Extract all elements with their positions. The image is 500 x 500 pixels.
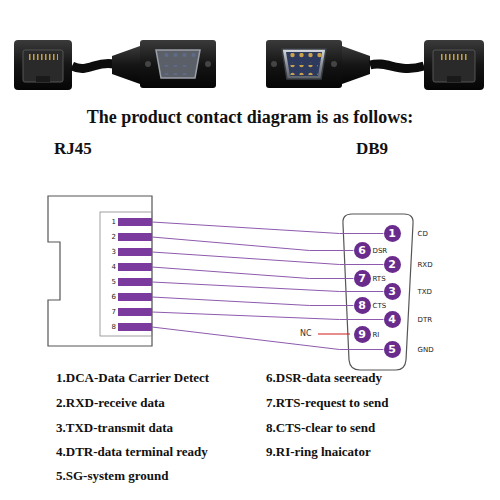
db9-pin: 6DSR [354, 242, 388, 259]
wire [152, 282, 384, 292]
rj45-contact: 5 [104, 278, 152, 286]
pin-number: 7 [104, 308, 116, 316]
rj45-contact: 4 [104, 263, 152, 271]
pin-number: 8 [104, 323, 116, 331]
db9-pin: 4 DTR [384, 311, 433, 328]
pin-number: 5 [104, 278, 116, 286]
signal-name: GND [418, 346, 434, 354]
pin-description: 9.RI-ring lnaicator [266, 444, 371, 460]
contact-bar [118, 218, 152, 226]
diagram-title: The product contact diagram is as follow… [0, 107, 500, 128]
wire [152, 267, 354, 279]
wire [152, 327, 384, 350]
pin-number: 4 [104, 263, 116, 271]
rj45-contact: 8 [104, 323, 152, 331]
db9-pin: 7RTS [354, 270, 386, 287]
contact-bar [118, 308, 152, 316]
cable-photo [370, 64, 424, 69]
rj45-jack-photo [14, 40, 72, 90]
pin-number: 2 [104, 233, 116, 241]
signal-name: CTS [373, 302, 387, 310]
rj45-contact: 7 [104, 308, 152, 316]
pin-description: 4.DTR-data terminal ready [56, 444, 208, 460]
rj45-contact: 3 [104, 248, 152, 256]
pin-number: 2 [384, 256, 401, 273]
connector-name: RJ45 [54, 139, 92, 159]
wire [152, 252, 384, 265]
pin-description: 2.RXD-receive data [56, 395, 165, 411]
rj45-jack-photo [424, 40, 484, 90]
wire [152, 237, 354, 251]
pin-number: 6 [104, 293, 116, 301]
rj45-housing [48, 196, 152, 346]
pin-number: 1 [104, 218, 116, 226]
wire [152, 222, 384, 234]
contact-bar [118, 263, 152, 271]
pin-description: 5.SG-system ground [56, 468, 168, 484]
db9-female-photo [112, 40, 216, 88]
pin-description: 1.DCA-Data Carrier Detect [56, 370, 209, 386]
db9-pin: 1 CD [384, 225, 428, 242]
db9-pin: 5 GND [384, 341, 434, 358]
nc-note: NC [300, 329, 312, 338]
rj45-contact: 6 [104, 293, 152, 301]
db9-pin: 9RI [354, 326, 380, 343]
contact-bar [118, 323, 152, 331]
signal-name: CD [418, 230, 428, 238]
pin-number: 7 [354, 270, 371, 287]
signal-name: RXD [418, 261, 433, 269]
pin-number: 3 [104, 248, 116, 256]
pin-number: 1 [384, 225, 401, 242]
wire [152, 312, 384, 320]
db9-pin: 2 RXD [384, 256, 433, 273]
pin-number: 3 [384, 283, 401, 300]
contact-bar [118, 248, 152, 256]
rj45-contact-block [100, 212, 152, 336]
pin-number: 4 [384, 311, 401, 328]
rj45-contact: 2 [104, 233, 152, 241]
connector-name: DB9 [356, 139, 388, 159]
rj45-contact: 1 [104, 218, 152, 226]
pin-number: 5 [384, 341, 401, 358]
cable-photo [72, 63, 114, 68]
signal-name: RTS [373, 275, 386, 283]
pin-number: 9 [354, 326, 371, 343]
pin-description: 7.RTS-request to send [266, 395, 388, 411]
db9-male-photo [266, 40, 370, 88]
nc-leader [318, 334, 350, 335]
contact-bar [118, 293, 152, 301]
wire [152, 297, 354, 306]
pin-description: 6.DSR-data seeready [266, 370, 382, 386]
pin-number: 8 [354, 297, 371, 314]
contact-bar [118, 233, 152, 241]
db9-pin: 3 TXD [384, 283, 432, 300]
pin-number: 6 [354, 242, 371, 259]
pin-description: 3.TXD-transmit data [56, 420, 173, 436]
pin-description: 8.CTS-clear to send [266, 420, 375, 436]
signal-name: TXD [418, 288, 432, 296]
db9-pin: 8CTS [354, 297, 387, 314]
contact-bar [118, 278, 152, 286]
signal-name: RI [373, 331, 380, 339]
signal-name: DTR [418, 316, 433, 324]
signal-name: DSR [373, 247, 388, 255]
